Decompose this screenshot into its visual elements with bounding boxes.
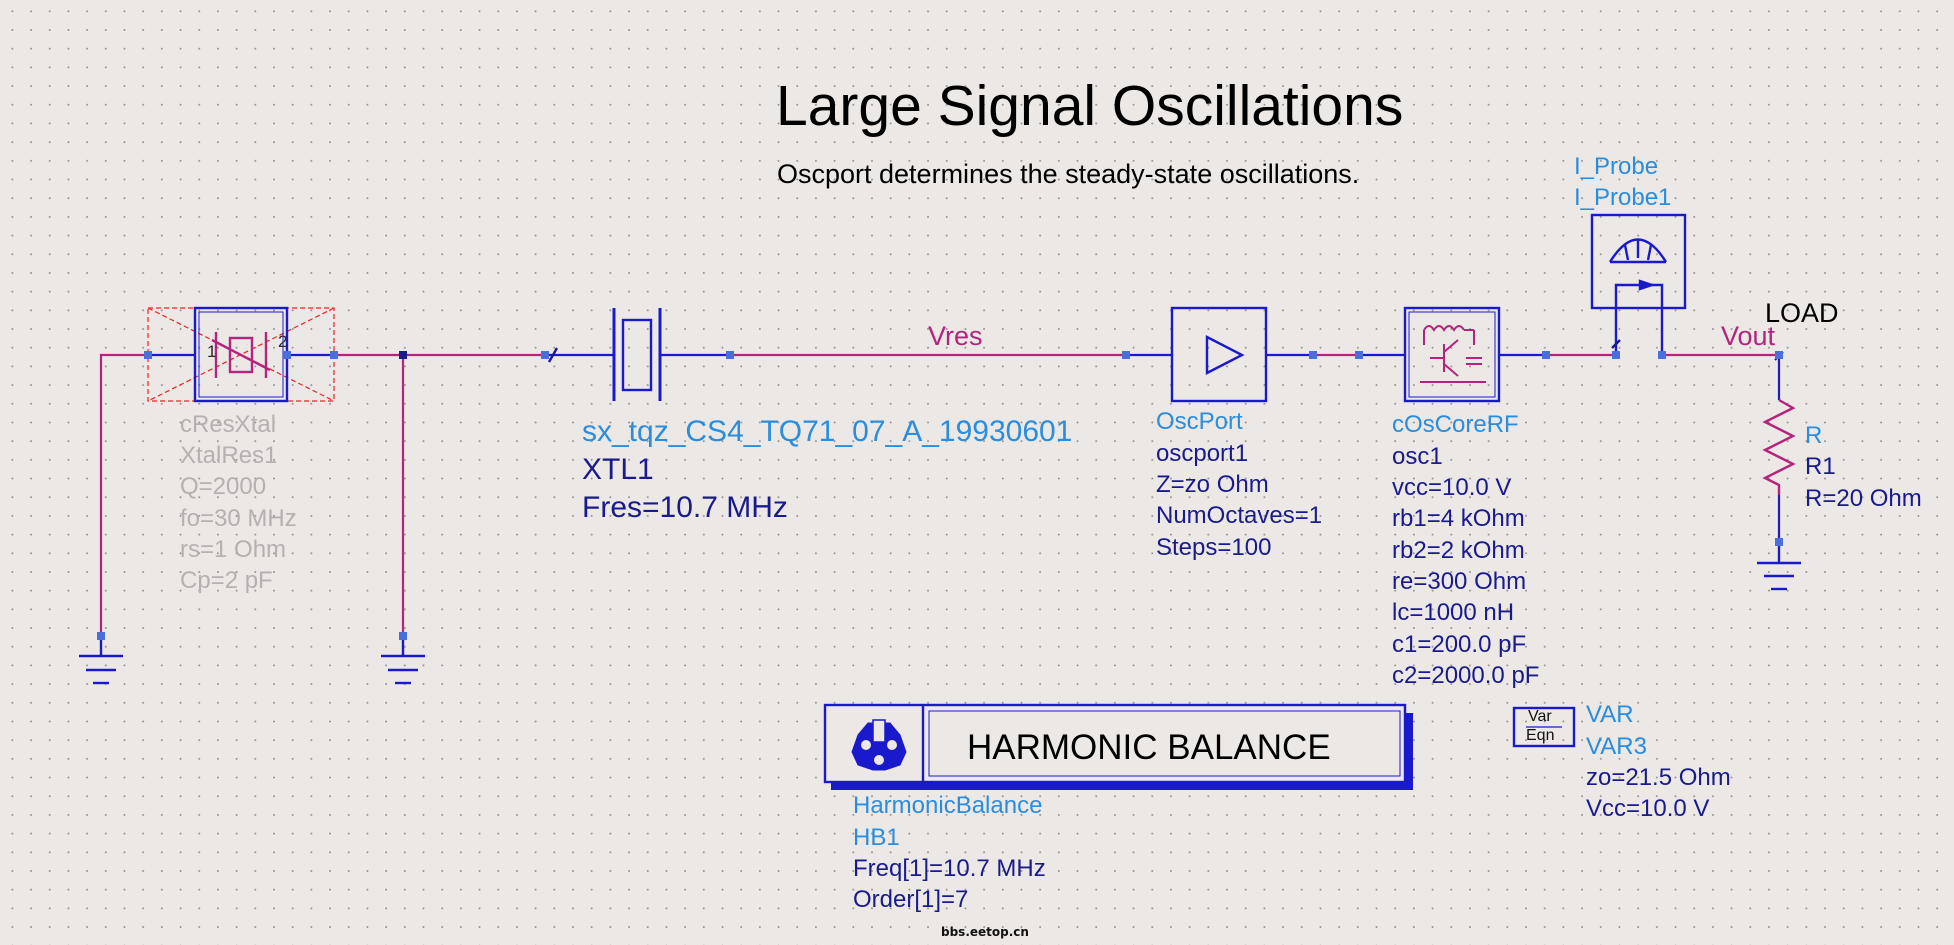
page-title: Large Signal Oscillations — [776, 74, 1404, 138]
resistor-type-label[interactable]: R — [1805, 422, 1823, 449]
xtalres-type-label[interactable]: cResXtal — [180, 411, 277, 438]
pins — [97, 351, 1783, 640]
oscore-component[interactable] — [1403, 306, 1501, 403]
xtal-name-label[interactable]: XTL1 — [582, 453, 654, 486]
hb-type-label[interactable]: HarmonicBalance — [853, 792, 1043, 819]
oscore-param[interactable]: vcc=10.0 V — [1392, 474, 1512, 501]
var-param[interactable]: Vcc=10.0 V — [1586, 795, 1710, 822]
oscport-param[interactable]: Z=zo Ohm — [1156, 471, 1269, 498]
xtal-param[interactable]: Fres=10.7 MHz — [582, 491, 788, 524]
hb-name-label[interactable]: HB1 — [853, 824, 900, 851]
resistor-param[interactable]: R=20 Ohm — [1805, 485, 1922, 512]
oscore-param[interactable]: c1=200.0 pF — [1392, 631, 1527, 658]
harmonic-balance-banner: HARMONIC BALANCE — [967, 728, 1331, 767]
xtalres-param[interactable]: Q=2000 — [180, 473, 267, 500]
oscore-param[interactable]: rb2=2 kOhm — [1392, 537, 1525, 564]
hb-param[interactable]: Freq[1]=10.7 MHz — [853, 855, 1046, 882]
wires — [99, 353, 1779, 636]
oscport-type-label[interactable]: OscPort — [1156, 408, 1243, 435]
watermark: bbs.eetop.cn — [941, 925, 1029, 939]
ground-right-icon[interactable] — [1757, 542, 1801, 591]
oscport-param[interactable]: NumOctaves=1 — [1156, 502, 1323, 529]
ground-left-icon[interactable] — [79, 636, 123, 685]
hb-param[interactable]: Order[1]=7 — [853, 886, 969, 913]
net-label-load[interactable]: LOAD — [1765, 298, 1839, 328]
var-component[interactable] — [1512, 706, 1576, 748]
page-subtitle: Oscport determines the steady-state osci… — [777, 159, 1360, 189]
iprobe-type-label[interactable]: I_Probe — [1574, 153, 1659, 180]
wire-left-ground[interactable] — [99, 353, 148, 636]
iprobe-name-label[interactable]: I_Probe1 — [1574, 184, 1672, 211]
oscore-param[interactable]: rb1=4 kOhm — [1392, 505, 1525, 532]
net-label-vout[interactable]: Vout — [1721, 321, 1776, 351]
pin-leads — [148, 353, 1781, 542]
oscport-component[interactable] — [1170, 306, 1268, 403]
xtalres-param[interactable]: rs=1 Ohm — [180, 536, 287, 563]
oscore-param[interactable]: c2=2000.0 pF — [1392, 662, 1540, 689]
junction-dot — [399, 351, 407, 359]
net-label-vres[interactable]: Vres — [928, 321, 983, 351]
var-type-label[interactable]: VAR — [1586, 701, 1634, 728]
iprobe-component[interactable] — [1590, 213, 1687, 355]
var-icon-top: Var — [1528, 708, 1552, 725]
resistor-icon — [1762, 398, 1796, 495]
oscore-param[interactable]: re=300 Ohm — [1392, 568, 1527, 595]
harmonic-balance-block[interactable] — [823, 703, 1413, 790]
xtalres-symbol-icon — [211, 332, 271, 378]
resistor-name-label[interactable]: R1 — [1805, 453, 1836, 480]
oscport-name-label[interactable]: oscport1 — [1156, 440, 1249, 467]
oscport-param[interactable]: Steps=100 — [1156, 534, 1272, 561]
oscore-param[interactable]: lc=1000 nH — [1392, 599, 1515, 626]
xtalres-pin2-label: 2 — [278, 332, 288, 351]
xtalres-param[interactable]: Cp=2 pF — [180, 567, 273, 594]
var-param[interactable]: zo=21.5 Ohm — [1586, 764, 1731, 791]
ground-middle-icon[interactable] — [381, 636, 425, 685]
var-icon-bottom: Eqn — [1526, 727, 1555, 744]
xtal-component[interactable] — [547, 308, 662, 401]
oscore-type-label[interactable]: cOsCoreRF — [1392, 411, 1519, 438]
xtalres-name-label[interactable]: XtalRes1 — [180, 442, 278, 469]
ammeter-icon — [1608, 238, 1668, 355]
gear-icon — [851, 719, 907, 771]
xtalres-pin1-label: 1 — [207, 342, 217, 361]
var-name-label[interactable]: VAR3 — [1586, 733, 1647, 760]
crystal-icon — [612, 308, 662, 401]
amplifier-icon — [1205, 335, 1245, 375]
xtalres-param[interactable]: fo=30 MHz — [180, 505, 297, 532]
xtal-type-label[interactable]: sx_tqz_CS4_TQ71_07_A_19930601 — [582, 415, 1073, 448]
oscore-name-label[interactable]: osc1 — [1392, 443, 1443, 470]
transistor-oscillator-icon — [1420, 325, 1486, 383]
